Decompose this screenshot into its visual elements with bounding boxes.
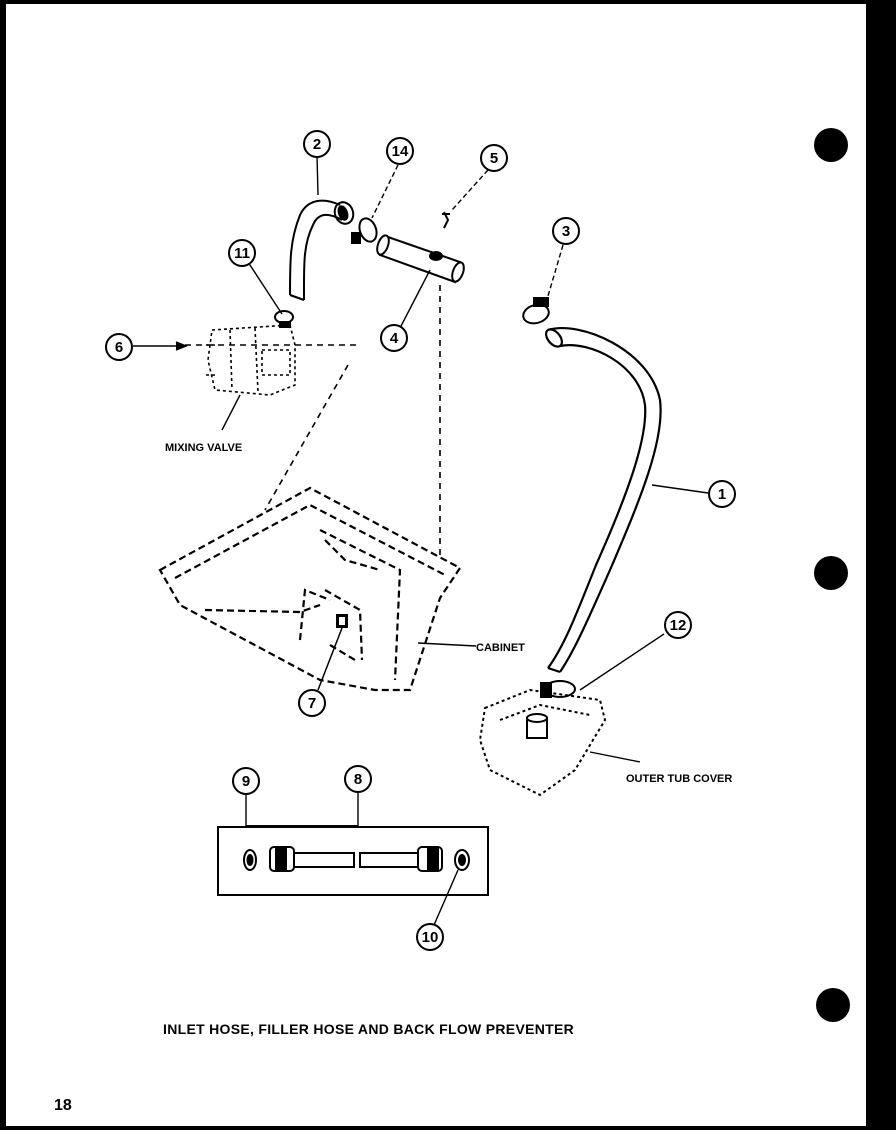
- clamp-12: [540, 680, 576, 698]
- callout-4-text: 4: [390, 330, 399, 347]
- callout-9: 9: [232, 767, 260, 795]
- callout-9-text: 9: [242, 773, 250, 790]
- callout-6-text: 6: [115, 339, 123, 356]
- filler-hose-2: [289, 199, 355, 301]
- callout-7-text: 7: [308, 695, 316, 712]
- tub-cover-inlet: [526, 713, 548, 739]
- callout-12-text: 12: [670, 617, 687, 634]
- clamp-14: [351, 217, 378, 244]
- callout-12: 12: [664, 611, 692, 639]
- washer-10: [454, 849, 470, 871]
- callout-8-text: 8: [354, 771, 362, 788]
- callout-2-text: 2: [313, 136, 321, 153]
- assembly-guide-lines: [185, 285, 441, 560]
- cabinet-fitting-7: [317, 614, 348, 691]
- hose-2-leader: [316, 154, 319, 196]
- cabinet-label: CABINET: [476, 642, 525, 654]
- mixing-valve-leader: [221, 394, 241, 431]
- punch-hole-top: [814, 128, 848, 162]
- screw-5: [442, 211, 450, 229]
- outer-tub-cover-label: OUTER TUB COVER: [626, 773, 732, 785]
- callout-11-text: 11: [234, 245, 250, 262]
- washer-9: [243, 849, 257, 871]
- punch-hole-middle: [814, 556, 848, 590]
- callout-7: 7: [298, 689, 326, 717]
- callout-14: 14: [386, 137, 414, 165]
- callout-3: 3: [552, 217, 580, 245]
- callout-14-text: 14: [392, 143, 409, 160]
- callout-10: 10: [416, 923, 444, 951]
- washer-10-leader: [433, 869, 459, 926]
- callout-2: 2: [303, 130, 331, 158]
- screw-6-arrow: [133, 341, 189, 351]
- page-title: INLET HOSE, FILLER HOSE AND BACK FLOW PR…: [163, 1021, 574, 1037]
- outer-tub-cover: [478, 688, 607, 797]
- mixing-valve: [205, 324, 296, 396]
- mixing-valve-label: MIXING VALVE: [165, 442, 242, 454]
- clamp-3-leader: [547, 244, 564, 297]
- callout-11: 11: [228, 239, 256, 267]
- callout-1-text: 1: [718, 486, 726, 503]
- callout-6: 6: [105, 333, 133, 361]
- callout-1: 1: [708, 480, 736, 508]
- tub-cover-leader: [589, 751, 641, 763]
- clamp-14-leader: [371, 164, 399, 219]
- clamp-12-leader: [579, 633, 665, 691]
- page-paper: [6, 4, 866, 1126]
- back-flow-preventer-4: [376, 234, 465, 284]
- inlet-hose-8: [269, 846, 443, 872]
- callout-5: 5: [480, 144, 508, 172]
- callout-5-text: 5: [490, 150, 498, 167]
- screw-5-leader: [451, 169, 489, 211]
- hose-1-leader: [651, 484, 709, 494]
- part-4-leader: [399, 269, 431, 329]
- punch-hole-bottom: [816, 988, 850, 1022]
- callout-8: 8: [344, 765, 372, 793]
- clamp-11: [274, 310, 294, 328]
- inlet-hose-1: [544, 327, 662, 674]
- clamp-3: [522, 297, 550, 325]
- cabinet-leader: [417, 642, 477, 647]
- page-number: 18: [54, 1097, 72, 1114]
- callout-10-text: 10: [422, 929, 439, 946]
- callout-4: 4: [380, 324, 408, 352]
- callout-3-text: 3: [562, 223, 570, 240]
- clamp-11-leader: [247, 261, 283, 315]
